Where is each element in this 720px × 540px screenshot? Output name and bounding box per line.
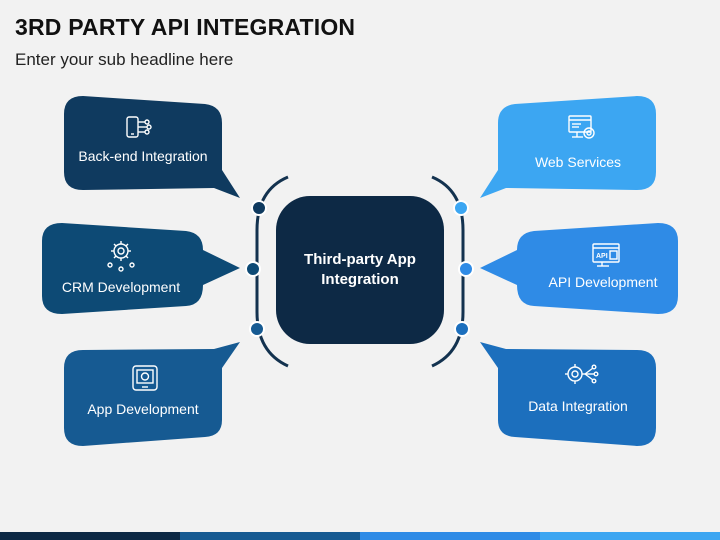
label-api-development: API Development <box>548 274 658 290</box>
label-web-services: Web Services <box>534 154 622 170</box>
mobile-app-icon <box>132 365 158 391</box>
svg-text:API: API <box>596 253 608 260</box>
data-integration-icon <box>565 364 599 384</box>
label-backend-integration: Back-end Integration <box>78 148 208 164</box>
web-services-icon <box>568 115 595 139</box>
connector-dot-backend <box>251 200 267 216</box>
bottom-bar-segment-1 <box>0 532 180 540</box>
api-icon: API <box>592 243 620 267</box>
callout-web <box>480 96 656 198</box>
label-data-integration: Data Integration <box>528 398 628 414</box>
backend-icon <box>126 116 152 138</box>
bottom-bar-segment-4 <box>540 532 720 540</box>
center-label: Third-party App Integration <box>282 250 438 290</box>
bottom-bar-segment-2 <box>180 532 360 540</box>
callout-api <box>480 223 678 314</box>
connector-dot-api <box>458 261 474 277</box>
gear-network-icon <box>107 241 135 272</box>
page-subtitle: Enter your sub headline here <box>15 50 234 69</box>
connector-dot-data <box>454 321 470 337</box>
center-box <box>276 196 444 344</box>
callout-backend <box>64 96 240 198</box>
page-title: 3RD PARTY API INTEGRATION <box>15 14 356 40</box>
callout-crm <box>42 223 240 314</box>
callout-data <box>480 342 656 446</box>
center-label-line1: Third-party App <box>304 251 416 268</box>
label-app-development: App Development <box>87 401 199 417</box>
bottom-bar-segment-3 <box>360 532 540 540</box>
connector-dot-app <box>249 321 265 337</box>
center-label-line2: Integration <box>321 271 399 288</box>
connector-dot-web <box>453 200 469 216</box>
connector-dot-crm <box>245 261 261 277</box>
label-crm-development: CRM Development <box>61 279 181 295</box>
bottom-accent-bar <box>0 532 720 540</box>
callout-app <box>64 342 240 446</box>
